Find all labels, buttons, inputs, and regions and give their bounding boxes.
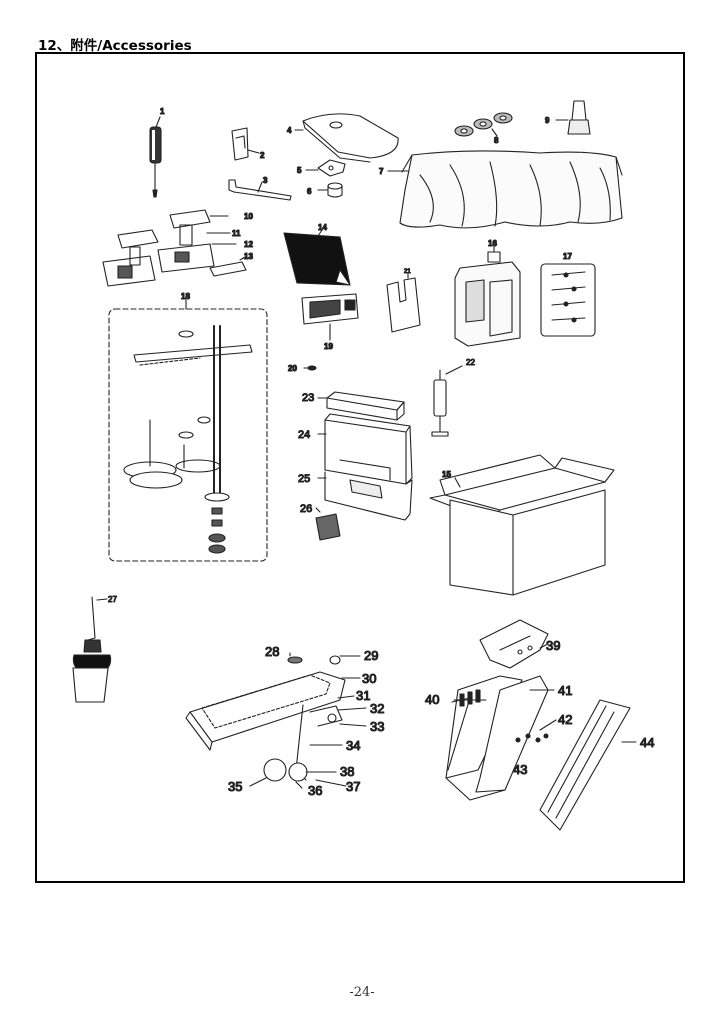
slide-rail-assembly-illustration [445, 619, 637, 831]
callout-9: 9 [545, 116, 550, 125]
callout-31: 31 [356, 688, 370, 703]
callout-8: 8 [494, 136, 499, 145]
callout-36: 36 [308, 783, 322, 798]
callout-4: 4 [287, 126, 292, 135]
cover-plate-illustration [294, 113, 399, 163]
callout-7: 7 [379, 167, 384, 176]
callout-35: 35 [228, 779, 242, 794]
hardware-card-illustration [540, 263, 596, 337]
manual-illustration [283, 229, 351, 286]
thread-cone-illustration [555, 100, 591, 135]
callout-44: 44 [640, 735, 654, 750]
callout-1: 1 [160, 107, 165, 116]
callout-18: 18 [181, 292, 190, 301]
knob-illustration [317, 182, 343, 198]
callout-33: 33 [370, 719, 384, 734]
small-bag-illustration [231, 127, 260, 161]
drip-tray-assembly-illustration [185, 652, 367, 789]
screw-illustration [303, 365, 317, 371]
callout-32: 32 [370, 701, 384, 716]
callout-3: 3 [263, 176, 268, 185]
callout-29: 29 [364, 648, 378, 663]
presser-feet-illustration [102, 209, 247, 287]
shipping-box-illustration [429, 454, 615, 596]
page-number: -24- [349, 985, 375, 1000]
callout-40: 40 [425, 692, 439, 707]
callout-14: 14 [318, 223, 327, 232]
callout-23: 23 [302, 392, 314, 404]
callout-26: 26 [300, 503, 312, 515]
thread-stand-illustration [108, 299, 268, 562]
callout-34: 34 [346, 738, 360, 753]
callout-12: 12 [244, 240, 253, 249]
callout-39: 39 [546, 638, 560, 653]
callout-25: 25 [298, 473, 310, 485]
callout-19: 19 [324, 342, 333, 351]
callout-16: 16 [488, 239, 497, 248]
callout-20: 20 [288, 364, 297, 373]
hex-key-illustration [228, 179, 292, 201]
callout-41: 41 [558, 683, 572, 698]
callout-22: 22 [466, 358, 475, 367]
callout-37: 37 [346, 779, 360, 794]
diagram-frame [35, 52, 685, 883]
oiler-bottle-illustration [72, 596, 112, 703]
syringe-illustration [431, 365, 463, 437]
callout-17: 17 [563, 252, 572, 261]
callout-43: 43 [513, 762, 527, 777]
callout-24: 24 [298, 429, 310, 441]
callout-6: 6 [307, 187, 312, 196]
callout-2: 2 [260, 151, 265, 160]
callout-28: 28 [265, 644, 279, 659]
fork-plate-illustration [386, 273, 421, 333]
bracket-assembly-illustration [301, 293, 359, 341]
callout-30: 30 [362, 671, 376, 686]
section-title: 12、附件/Accessories [38, 38, 192, 54]
cloth-cover-illustration [387, 150, 623, 229]
callout-38: 38 [340, 764, 354, 779]
screwdriver-illustration [149, 116, 162, 198]
callout-11: 11 [232, 229, 241, 238]
callout-27: 27 [108, 595, 117, 604]
foam-packing-illustration [315, 391, 413, 541]
callout-15: 15 [442, 470, 451, 479]
callout-10: 10 [244, 212, 253, 221]
oil-container-illustration [454, 243, 521, 347]
callout-42: 42 [558, 712, 572, 727]
callout-21: 21 [404, 269, 411, 275]
small-plate-illustration [305, 159, 346, 177]
callout-13: 13 [244, 252, 253, 261]
callout-5: 5 [297, 166, 302, 175]
bobbins-illustration [454, 112, 513, 137]
